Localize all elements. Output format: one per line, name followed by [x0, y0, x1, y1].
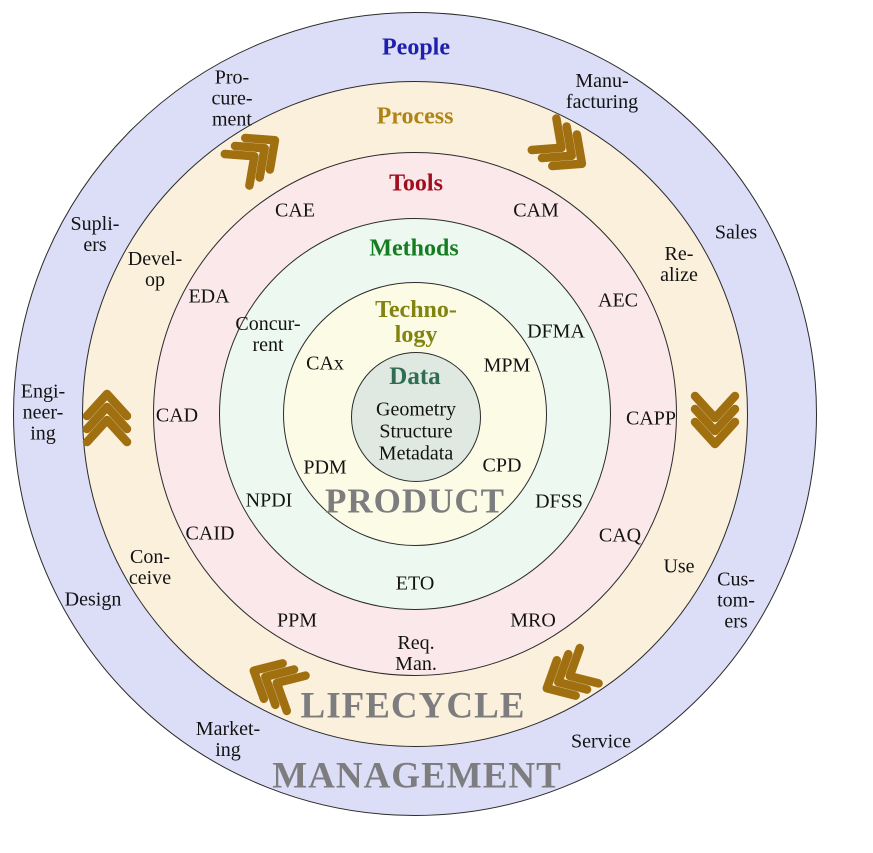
ring-title-data: Data — [389, 362, 441, 390]
tools-item-eda: EDA — [188, 285, 230, 308]
process-item-conceive: Con- ceive — [128, 546, 172, 589]
technology-item-cpd: CPD — [482, 454, 522, 477]
tools-item-req-man: Req. Man. — [395, 632, 437, 675]
watermark-management: MANAGEMENT — [272, 755, 562, 797]
ring-title-technology: Techno- logy — [375, 296, 457, 348]
methods-item-eto: ETO — [395, 572, 435, 595]
process-item-realize: Re- alize — [660, 243, 698, 286]
process-item-use: Use — [663, 555, 695, 578]
ring-title-people: People — [382, 34, 450, 61]
watermark-lifecycle: LIFECYCLE — [300, 685, 526, 727]
tools-item-cam: CAM — [513, 199, 559, 222]
data-item-geometry: Geometry — [376, 398, 456, 421]
flow-chevron-left-icon — [82, 390, 132, 446]
tools-item-caid: CAID — [185, 522, 235, 545]
tools-item-cad: CAD — [155, 404, 199, 427]
people-item-engineering: Engi- neer- ing — [20, 380, 66, 445]
flow-chevron-right-icon — [690, 392, 740, 448]
tools-item-mro: MRO — [510, 609, 556, 632]
methods-item-dfma: DFMA — [527, 320, 585, 343]
technology-item-mpm: MPM — [483, 354, 531, 377]
technology-item-pdm: PDM — [303, 456, 347, 479]
people-item-manufacturing: Manu- facturing — [565, 70, 639, 113]
data-item-structure: Structure — [379, 420, 453, 443]
data-center-circle — [351, 352, 481, 482]
people-item-suppliers: Supli- ers — [70, 213, 120, 256]
process-item-develop: Devel- op — [127, 248, 183, 291]
methods-item-dfss: DFSS — [535, 490, 583, 513]
people-item-customers: Cus- tom- ers — [717, 568, 755, 633]
technology-item-cax: CAx — [306, 352, 344, 375]
methods-item-npdi: NPDI — [245, 489, 293, 512]
tools-item-aec: AEC — [598, 289, 638, 312]
methods-item-concurrent: Concur- rent — [235, 313, 301, 356]
people-item-sales: Sales — [714, 221, 758, 244]
ring-title-tools: Tools — [389, 170, 443, 197]
people-item-procurement: Pro- cure- ment — [211, 66, 253, 131]
tools-item-capp: CAPP — [625, 407, 677, 430]
tools-item-caq: CAQ — [598, 524, 642, 547]
tools-item-ppm: PPM — [276, 609, 318, 632]
people-item-marketing: Market- ing — [195, 718, 261, 761]
watermark-product: PRODUCT — [324, 481, 506, 521]
ring-title-methods: Methods — [369, 235, 459, 262]
tools-item-cae: CAE — [275, 199, 315, 222]
people-item-design: Design — [64, 588, 122, 611]
data-item-metadata: Metadata — [378, 442, 454, 465]
people-item-service: Service — [571, 730, 631, 753]
ring-title-process: Process — [376, 103, 454, 130]
